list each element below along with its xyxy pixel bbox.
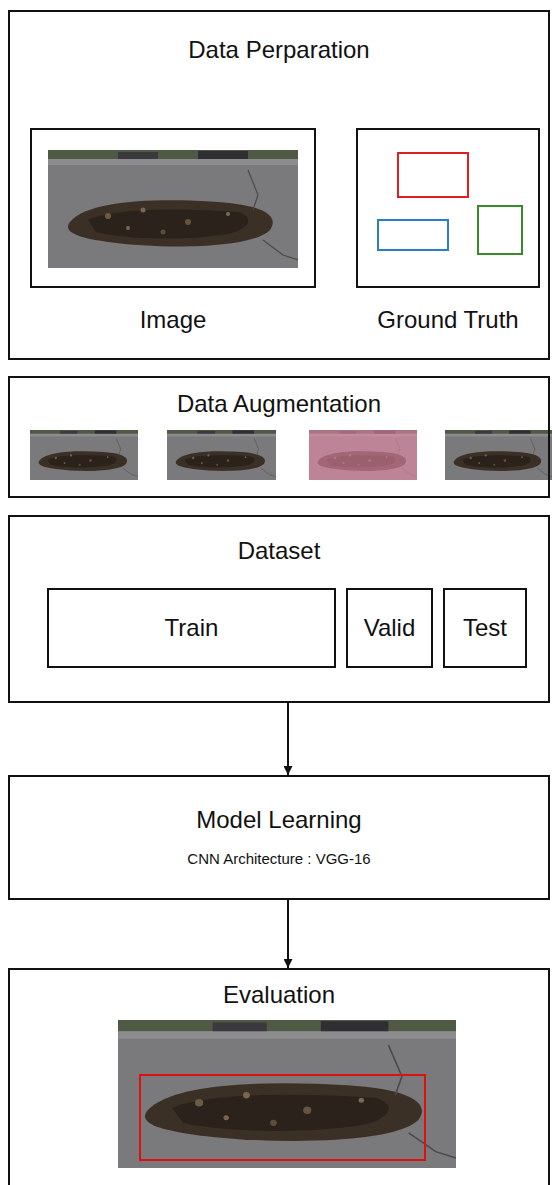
gt-box-blue: [378, 220, 448, 250]
stage-box: Data Augmentation: [8, 376, 550, 498]
stage-box: Data PerparationImageGround Truth: [8, 10, 550, 360]
sub-label: CNN Architecture : VGG-16: [10, 850, 548, 867]
gt-box-red: [398, 153, 468, 197]
augment-thumb: [445, 430, 552, 480]
split-box: Test: [443, 588, 527, 668]
stage-label: Data Perparation: [10, 36, 548, 64]
stage-label: Dataset: [10, 537, 548, 565]
stage-label: Evaluation: [10, 981, 548, 1009]
stage-label: Model Learning: [10, 806, 548, 834]
augment-thumb: [167, 430, 276, 480]
stage-label: Test: [445, 614, 525, 642]
stage-box: DatasetTrain Valid Test: [8, 515, 550, 703]
flow-arrow: [287, 703, 289, 775]
augment-thumb: [309, 430, 417, 480]
augment-thumb: [30, 430, 138, 480]
inner-box: Image: [30, 128, 316, 288]
stage-label: Image: [12, 306, 334, 334]
detection-box: [140, 1075, 425, 1160]
stage-label: Ground Truth: [338, 306, 552, 334]
augment-tint: [309, 430, 417, 480]
pothole-photo: [48, 150, 298, 268]
split-box: Valid: [346, 588, 433, 668]
stage-label: Data Augmentation: [10, 390, 548, 418]
stage-box: Model LearningCNN Architecture : VGG-16: [8, 775, 550, 900]
gt-box-green: [478, 206, 522, 254]
flow-arrow: [287, 900, 289, 968]
split-box: Train: [47, 588, 336, 668]
inner-box: Ground Truth: [356, 128, 540, 288]
stage-box: Evaluation: [8, 968, 550, 1185]
stage-label: Train: [49, 614, 334, 642]
evaluation-photo: [118, 1020, 456, 1168]
stage-label: Valid: [348, 614, 431, 642]
